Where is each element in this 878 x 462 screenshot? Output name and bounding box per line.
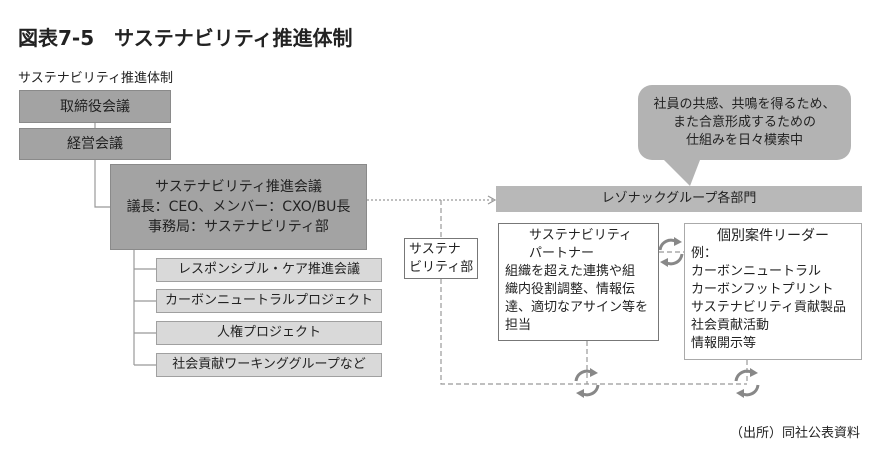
- sustainability-council-box: サステナビリティ推進会議 議長：CEO、メンバー：CXO/BU長 事務局：サステ…: [110, 164, 367, 250]
- partner-text: 組織を超えた連携や組: [505, 264, 636, 279]
- partner-title: サステナビリティ: [529, 228, 632, 243]
- leader-item: サステナビリティ貢献製品: [691, 300, 846, 315]
- partner-text: 織内役割調整、情報伝: [505, 282, 636, 297]
- source-note: （出所）同社公表資料: [729, 426, 860, 441]
- council-name: サステナビリティ推進会議: [155, 179, 322, 195]
- management-meeting-box: 経営会議: [19, 128, 171, 160]
- callout-line: 仕組みを日々模索中: [685, 132, 803, 148]
- figure-title: 図表7-5 サステナビリティ推進体制: [18, 26, 353, 50]
- leader-item: 例：: [691, 246, 718, 261]
- leader-item: カーボンフットプリント: [691, 282, 834, 297]
- leader-item: 社会貢献活動: [691, 318, 770, 333]
- board-meeting-box: 取締役会議: [19, 90, 171, 123]
- callout-line: 社員の共感、共鳴を得るため、: [653, 96, 836, 112]
- dept-line: サステナ: [409, 241, 461, 257]
- arrow-head: [487, 195, 497, 205]
- leader-title: 個別案件リーダー: [717, 228, 829, 244]
- leader-item: 情報開示等: [691, 336, 757, 351]
- subcommittee-box: カーボンニュートラルプロジェクト: [156, 289, 382, 313]
- connector-subcommittees: [133, 250, 156, 366]
- dashed-links: [440, 200, 748, 385]
- cycle-arrows-icon: [658, 237, 684, 267]
- dept-line: ビリティ部: [409, 259, 474, 275]
- council-secretariat: 事務局：サステナビリティ部: [148, 219, 329, 235]
- group-departments-bar: レゾナックグループ各部門: [496, 186, 862, 212]
- callout-tail: [664, 160, 700, 186]
- partner-title: パートナー: [529, 246, 595, 261]
- callout-bubble: 社員の共感、共鳴を得るため、 また合意形成するための 仕組みを日々模索中: [638, 85, 851, 160]
- subcommittee-box: 社会貢献ワーキンググループなど: [156, 353, 382, 377]
- council-members: 議長：CEO、メンバー：CXO/BU長: [126, 199, 351, 215]
- diagram-subtitle: サステナビリティ推進体制: [18, 71, 173, 86]
- subcommittee-box: レスポンシブル・ケア推進会議: [156, 258, 382, 282]
- leader-box: 個別案件リーダー 例： カーボンニュートラル カーボンフットプリント サステナビ…: [684, 223, 862, 360]
- partner-text: 担当: [505, 318, 532, 333]
- cycle-arrows-icon: [574, 368, 600, 398]
- partner-text: 達、適切なアサイン等を: [505, 300, 649, 315]
- leader-item: カーボンニュートラル: [691, 264, 822, 279]
- cycle-arrows-icon: [734, 368, 760, 398]
- subcommittee-box: 人権プロジェクト: [156, 321, 382, 345]
- connector-mgmt-council: [94, 160, 110, 208]
- sustainability-dept-box: サステナ ビリティ部: [404, 238, 478, 279]
- partner-box: サステナビリティ パートナー 組織を超えた連携や組 織内役割調整、情報伝 達、適…: [498, 223, 659, 341]
- callout-line: また合意形成するための: [672, 114, 816, 130]
